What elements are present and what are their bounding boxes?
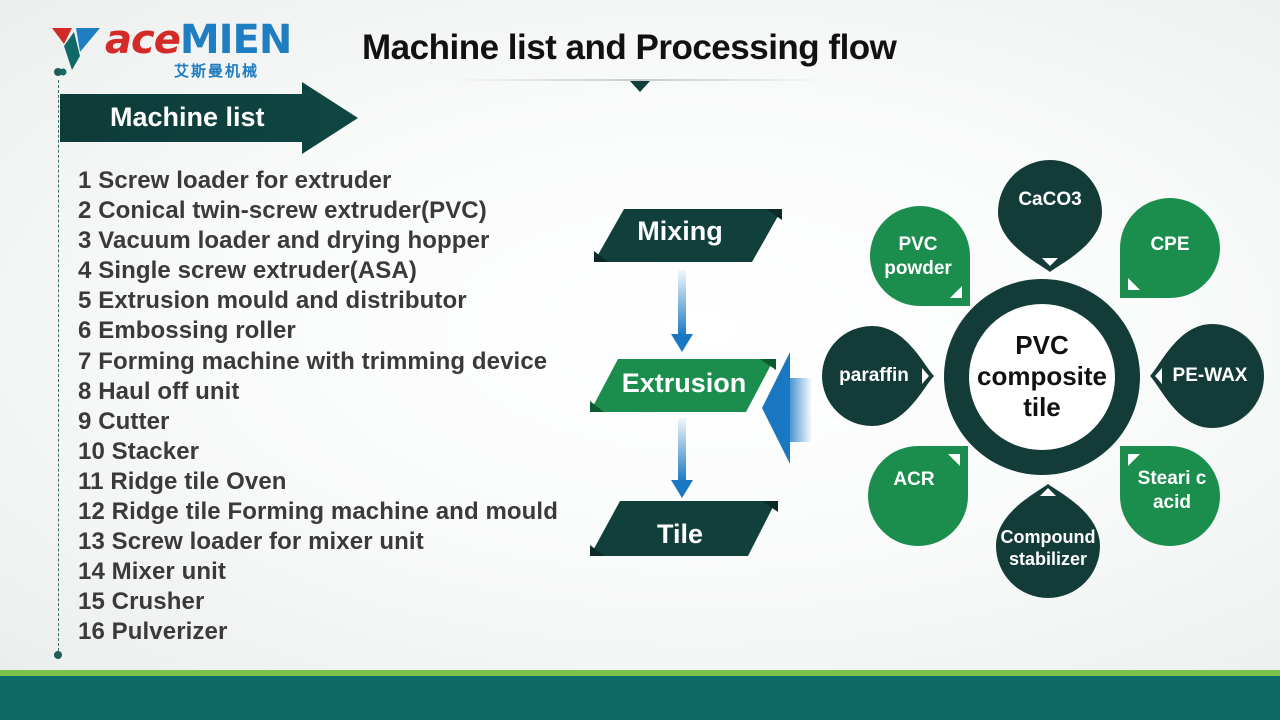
- flow-step-extrusion-shape: [590, 359, 776, 412]
- flow-arrow-left-icon: [762, 352, 812, 464]
- petal-stearic-acid-shape: [1120, 446, 1220, 546]
- flow-step-tile: Tile: [656, 519, 704, 549]
- machine-list-item: 1 Screw loader for extruder: [78, 167, 392, 194]
- machine-list-banner: [60, 82, 358, 154]
- machine-list: 1 Screw loader for extruder 2 Conical tw…: [78, 166, 558, 648]
- machine-list-item: 3 Vacuum loader and drying hopper: [78, 227, 490, 255]
- machine-list-item: 15 Crusher: [78, 588, 205, 616]
- ingredient-pvc-powder: PVC powder: [884, 234, 952, 279]
- ingredient-stearic-acid: Steari c acid: [1137, 468, 1207, 513]
- flow-step-mixing-shape: [594, 209, 782, 262]
- machine-list-item: 6 Embossing roller: [78, 317, 296, 345]
- flow-arrow-down-2-icon: [671, 418, 693, 498]
- machine-list-title: Machine list: [110, 102, 265, 132]
- page-title: Machine list and Processing flow: [362, 28, 897, 67]
- petal-paraffin-shape: [822, 326, 934, 426]
- machine-list-item: 12 Ridge tile Forming machine and mould: [78, 498, 558, 526]
- ingredient-compound-stabilizer: Compound stabilizer: [1000, 527, 1096, 569]
- logo-wordmark: aceMIEN: [105, 17, 292, 63]
- flow-arrow-down-1-icon: [671, 270, 693, 352]
- ingredient-acr: ACR: [893, 469, 935, 490]
- petal-cpe-shape: [1120, 198, 1220, 298]
- petal-compound-stabilizer-shape: [996, 484, 1100, 598]
- machine-list-item: 11 Ridge tile Oven: [78, 467, 287, 495]
- flow-step-extrusion: Extrusion: [621, 368, 747, 398]
- machine-list-item: 4 Single screw extruder(ASA): [78, 257, 417, 285]
- flow-step-tile-shape: [590, 501, 778, 556]
- machine-list-item: 5 Extrusion mould and distributor: [78, 287, 467, 315]
- center-ring-inner: [969, 304, 1115, 450]
- machine-list-item: 14 Mixer unit: [78, 558, 227, 586]
- logo-mark-icon: [52, 28, 100, 76]
- machine-list-item: 2 Conical twin-screw extruder(PVC): [78, 197, 487, 225]
- title-divider: [450, 79, 830, 81]
- petal-pe-wax-shape: [1150, 324, 1264, 428]
- petal-pvc-powder-shape: [870, 206, 970, 306]
- machine-list-item: 13 Screw loader for mixer unit: [78, 528, 424, 556]
- ingredient-caco3: CaCO3: [1018, 189, 1082, 210]
- timeline-dot-top: [54, 68, 62, 76]
- title-down-arrow-icon: [630, 81, 650, 92]
- timeline-line: [58, 80, 59, 656]
- footer-bar: [0, 676, 1280, 720]
- machine-list-item: 7 Forming machine with trimming device: [78, 347, 548, 375]
- machine-list-item: 16 Pulverizer: [78, 618, 228, 646]
- flow-step-mixing: Mixing: [637, 216, 723, 246]
- logo-chinese-name: 艾斯曼机械: [174, 62, 260, 80]
- timeline-dot-bottom: [54, 651, 62, 659]
- machine-list-item: 9 Cutter: [78, 407, 170, 435]
- machine-list-item: 8 Haul off unit: [78, 377, 240, 405]
- ingredient-cpe: CPE: [1150, 234, 1190, 255]
- petal-acr-shape: [868, 446, 968, 546]
- petal-caco3-shape: [998, 160, 1102, 272]
- footer-accent-bar: [0, 670, 1280, 676]
- ingredient-pe-wax: PE-WAX: [1172, 365, 1248, 386]
- machine-list-item: 10 Stacker: [78, 437, 200, 465]
- ingredient-paraffin: paraffin: [839, 365, 909, 386]
- center-label: PVC composite tile: [976, 330, 1108, 422]
- company-logo: aceMIEN 艾斯曼机械: [50, 18, 310, 82]
